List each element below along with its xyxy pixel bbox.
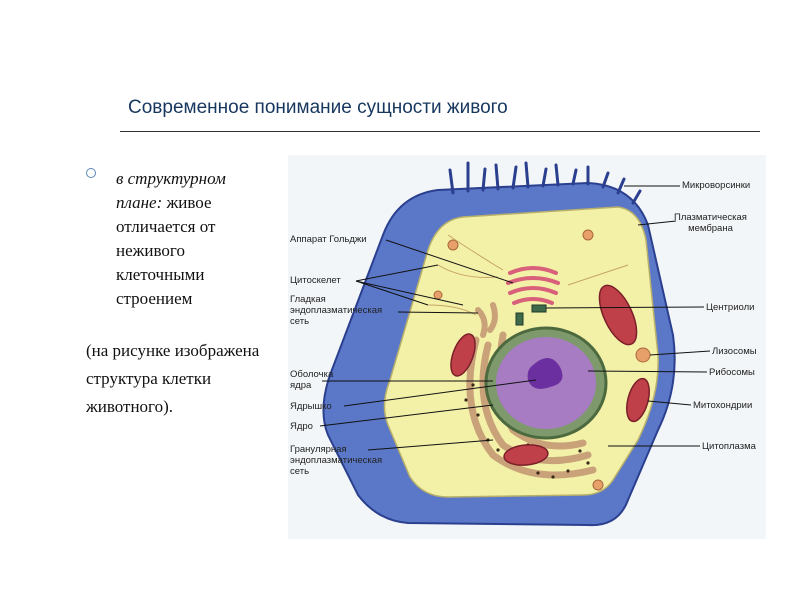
centriole-shape-a bbox=[531, 304, 547, 313]
label-smooth-er: Гладкая эндоплазматическая сеть bbox=[290, 294, 383, 327]
title-divider bbox=[120, 131, 760, 132]
bullet-normal-text: живое отличается от неживого клеточными … bbox=[116, 193, 216, 308]
label-rough-er: Гранулярная эндоплазматическая сеть bbox=[290, 444, 383, 477]
label-cytoplasm: Цитоплазма bbox=[702, 441, 756, 452]
centriole-shape-b bbox=[515, 312, 524, 326]
animal-cell-figure: Аппарат Гольджи Цитоскелет Гладкая эндоп… bbox=[288, 155, 766, 539]
bullet-circle-icon bbox=[86, 168, 96, 178]
label-lysosomes: Лизосомы bbox=[712, 346, 757, 357]
microvilli-group bbox=[448, 161, 642, 205]
label-nucleolus: Ядрышко bbox=[290, 401, 332, 412]
nucleolus-shape bbox=[527, 357, 563, 389]
label-plasma-membrane: Плазматическая мембрана bbox=[674, 212, 747, 234]
label-microvilli: Микроворсинки bbox=[682, 180, 751, 191]
label-cytoskeleton: Цитоскелет bbox=[290, 275, 341, 286]
page-title: Современное понимание сущности живого bbox=[128, 97, 508, 118]
label-ribosomes: Рибосомы bbox=[709, 367, 755, 378]
bullet-italic-text: в структурном плане: bbox=[116, 169, 226, 212]
label-golgi: Аппарат Гольджи bbox=[290, 234, 367, 245]
label-nuclear-envelope: Оболочка ядра bbox=[290, 369, 334, 391]
figure-note: (на рисунке изображена структура клетки … bbox=[86, 341, 260, 416]
bullet-text: в структурном плане: живое отличается от… bbox=[116, 167, 276, 311]
smooth-er-shape bbox=[475, 302, 498, 338]
label-centrioles: Центриоли bbox=[706, 302, 755, 313]
mitochondria-group bbox=[450, 284, 650, 466]
label-mitochondria: Митохондрии bbox=[693, 400, 753, 411]
label-nucleus: Ядро bbox=[290, 421, 313, 432]
